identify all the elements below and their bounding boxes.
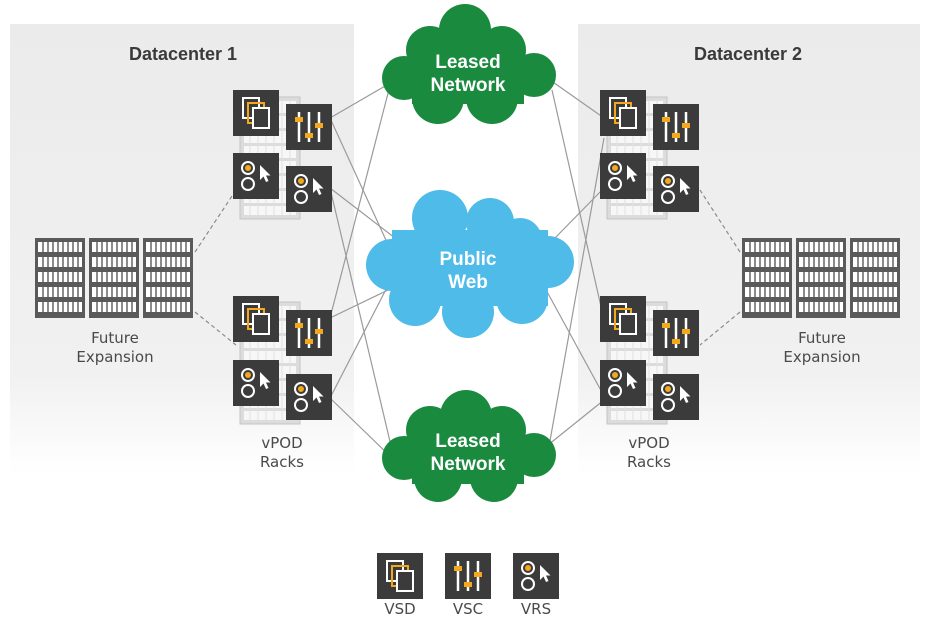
- dc1-racks-label-line1: vPOD: [261, 434, 302, 452]
- vrs-icon: [232, 359, 280, 407]
- dc1-expansion-label-line1: Future: [91, 329, 139, 347]
- cloud-public-web-shape: [366, 190, 574, 338]
- legend-label-vsc: VSC: [453, 600, 483, 618]
- connection-lines: [329, 69, 605, 459]
- vsc-icon: [284, 308, 334, 358]
- cloud-public-web: Public Web: [366, 190, 574, 338]
- cloud-leased-bottom-line1: Leased: [435, 431, 500, 452]
- cloud-leased-top: Leased Network: [382, 4, 556, 124]
- vrs-icon: [599, 152, 647, 200]
- vsc-icon: [443, 551, 493, 601]
- vrs-icon: [512, 552, 560, 600]
- dc1-expansion-label-line2: Expansion: [76, 348, 153, 366]
- legend-label-vsd: VSD: [384, 600, 415, 618]
- legend-label-vrs: VRS: [521, 600, 551, 618]
- datacenter-1-title: Datacenter 1: [129, 44, 237, 64]
- dc2-expansion-label-line1: Future: [798, 329, 846, 347]
- vsc-icon: [651, 102, 701, 152]
- cloud-leased-top-shape: [382, 4, 556, 124]
- cloud-leased-top-line2: Network: [431, 75, 506, 96]
- cloud-leased-bottom-shape: [382, 390, 556, 502]
- vsc-icon: [651, 308, 701, 358]
- vrs-icon: [652, 373, 700, 421]
- cloud-leased-bottom: Leased Network: [382, 390, 556, 502]
- datacenter-2-title: Datacenter 2: [694, 44, 802, 64]
- vsd-icon: [599, 89, 647, 137]
- vsd-icon: [232, 295, 280, 343]
- vrs-icon: [599, 359, 647, 407]
- cloud-public-web-line1: Public: [439, 249, 496, 270]
- cloud-leased-bottom-line2: Network: [431, 454, 506, 475]
- legend: VSD VSC VRS: [376, 551, 560, 618]
- vsc-icon: [284, 102, 334, 152]
- vrs-icon: [285, 165, 333, 213]
- vsd-icon: [232, 89, 280, 137]
- cloud-leased-top-line1: Leased: [435, 52, 500, 73]
- dc1-racks-label-line2: Racks: [260, 453, 304, 471]
- vrs-icon: [652, 165, 700, 213]
- dc2-racks-label-line2: Racks: [627, 453, 671, 471]
- expansion-links: [194, 189, 741, 346]
- vsd-icon: [599, 295, 647, 343]
- vsd-icon: [376, 552, 424, 600]
- dc1-future-expansion-storage: [34, 237, 194, 319]
- vrs-icon: [285, 373, 333, 421]
- vrs-icon: [232, 152, 280, 200]
- dc2-future-expansion-storage: [741, 237, 901, 319]
- dc2-racks-label-line1: vPOD: [628, 434, 669, 452]
- cloud-public-web-line2: Web: [448, 272, 488, 293]
- dc2-expansion-label-line2: Expansion: [783, 348, 860, 366]
